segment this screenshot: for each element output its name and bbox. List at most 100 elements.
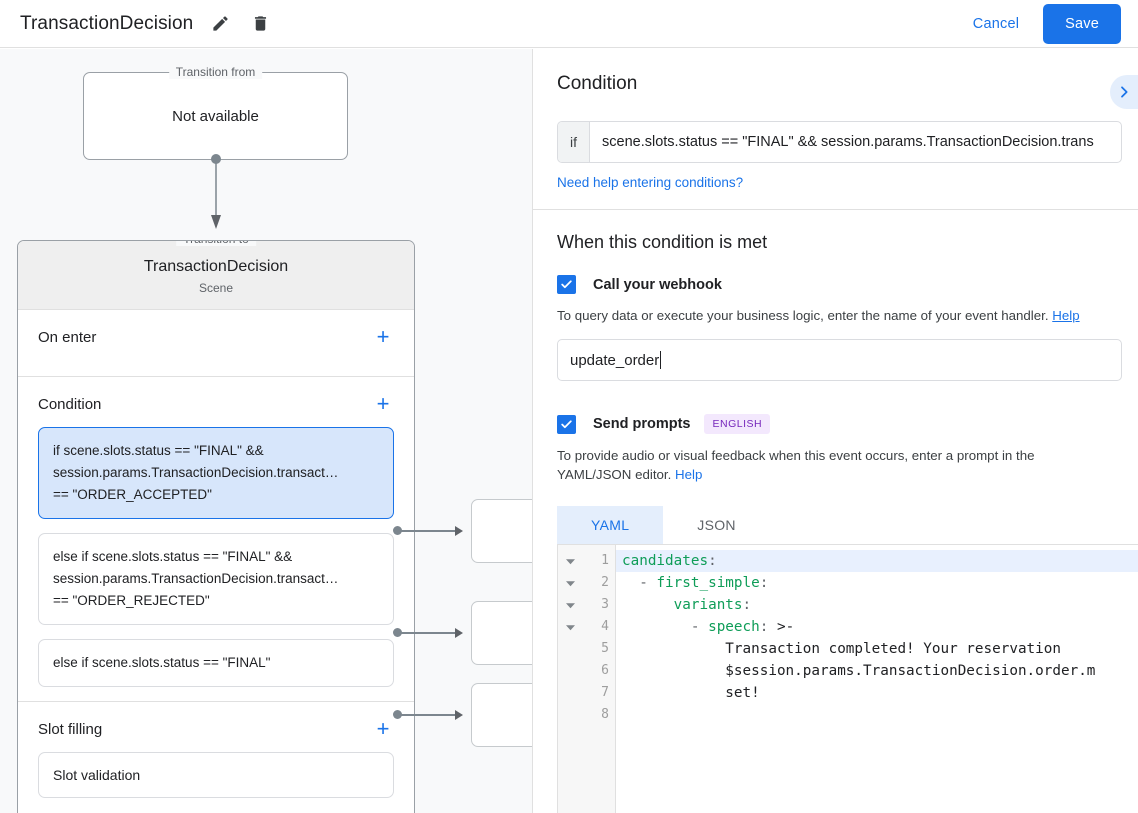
edge-line-3 (398, 714, 460, 716)
fold-triangle-icon[interactable] (558, 616, 582, 638)
code-line: variants: (673, 597, 752, 613)
text-caret (660, 351, 662, 369)
line-number: 1 (601, 553, 609, 568)
when-condition-met-title: When this condition is met (557, 232, 768, 252)
edge-arrow-2 (455, 628, 463, 638)
line-number: 8 (601, 707, 609, 722)
on-enter-section: On enter + (18, 310, 414, 376)
line-number: 5 (601, 641, 609, 656)
condition-card-1-line1: if scene.slots.status == "FINAL" && (53, 443, 264, 458)
target-node-2[interactable] (471, 601, 532, 665)
webhook-help-link[interactable]: Help (1052, 308, 1080, 323)
condition-card-2-line3: == "ORDER_REJECTED" (53, 593, 210, 608)
detail-header: Condition if scene.slots.status == "FINA… (533, 49, 1138, 209)
slot-validation-card[interactable]: Slot validation (38, 752, 394, 798)
edge-line-2 (398, 632, 460, 634)
scene-graph-pane: Transition from Not available Transition… (0, 49, 532, 813)
tab-json[interactable]: JSON (697, 517, 736, 533)
scene-header[interactable]: TransactionDecision Scene (18, 241, 414, 310)
language-badge: ENGLISH (704, 414, 771, 434)
fold-triangle-icon[interactable] (558, 572, 582, 594)
line-number: 3 (601, 597, 609, 612)
target-node-1[interactable] (471, 499, 532, 563)
scene-name: TransactionDecision (143, 258, 289, 275)
send-prompts-checkbox[interactable] (557, 414, 576, 434)
fold-triangle-icon[interactable] (558, 550, 582, 572)
transition-from-card[interactable]: Transition from Not available (83, 65, 348, 160)
transition-connector (211, 154, 221, 229)
trash-icon[interactable] (247, 11, 273, 37)
condition-card-3[interactable]: else if scene.slots.status == "FINAL" (38, 639, 394, 687)
call-webhook-checkbox[interactable] (557, 275, 576, 294)
editor-format-tabs: YAML JSON (557, 506, 1114, 544)
webhook-handler-input[interactable]: update_order (557, 339, 1122, 381)
target-node-3[interactable] (471, 683, 532, 747)
line-number: 4 (601, 619, 609, 634)
edge-arrow-3 (455, 710, 463, 720)
save-button[interactable]: Save (1043, 3, 1121, 44)
slot-filling-row: Slot filling + (18, 702, 414, 752)
top-bar-actions: Cancel Save (959, 3, 1121, 44)
edge-dot-2 (393, 628, 402, 637)
condition-prefix: if (558, 122, 590, 162)
editor-code-area[interactable]: candidates: - first_simple: variants: - … (616, 545, 1138, 813)
fold-triangle-icon[interactable] (558, 594, 582, 616)
code-line: $session.params.TransactionDecision.orde… (725, 663, 1096, 679)
condition-card-1-line2: session.params.TransactionDecision.trans… (53, 465, 339, 480)
condition-card-2-line2: session.params.TransactionDecision.trans… (53, 571, 339, 586)
condition-card-2-line1: else if scene.slots.status == "FINAL" && (53, 549, 293, 564)
line-number: 2 (601, 575, 609, 590)
add-condition-button[interactable]: + (376, 391, 390, 416)
code-line: Transaction completed! Your reservation (725, 641, 1061, 657)
prompts-check-row: Send prompts ENGLISH (557, 414, 1114, 434)
when-condition-met-section: When this condition is met Call your web… (533, 210, 1138, 544)
slot-filling-label: Slot filling (38, 720, 103, 738)
detail-title: Condition (557, 73, 638, 94)
condition-help-link[interactable]: Need help entering conditions? (557, 175, 744, 190)
on-enter-label: On enter (38, 328, 97, 346)
fold-spacer (558, 638, 582, 660)
condition-label: Condition (38, 395, 102, 413)
webhook-handler-value: update_order (570, 351, 660, 369)
transition-from-value: Not available (172, 107, 259, 125)
condition-card-1[interactable]: if scene.slots.status == "FINAL" && sess… (38, 427, 394, 519)
top-bar: TransactionDecision Cancel Save (0, 0, 1138, 48)
webhook-check-row: Call your webhook (557, 275, 1114, 294)
cancel-button[interactable]: Cancel (959, 8, 1033, 40)
on-enter-row: On enter + (18, 310, 414, 360)
line-number: 7 (601, 685, 609, 700)
fold-spacer (558, 682, 582, 704)
condition-row: Condition + (18, 377, 414, 427)
condition-input[interactable]: scene.slots.status == "FINAL" && session… (602, 134, 1094, 150)
edge-arrow-1 (455, 526, 463, 536)
scene-type: Scene (198, 281, 234, 295)
pencil-icon[interactable] (207, 11, 233, 37)
tab-yaml[interactable]: YAML (557, 506, 664, 544)
condition-card-3-line1: else if scene.slots.status == "FINAL" (53, 655, 271, 670)
code-line (616, 704, 1138, 726)
divider (18, 701, 414, 702)
condition-card-1-line3: == "ORDER_ACCEPTED" (53, 487, 212, 502)
pane-divider[interactable] (532, 49, 533, 813)
webhook-hint: To query data or execute your business l… (557, 306, 1109, 325)
code-line: - speech: >- (690, 619, 795, 635)
transition-from-legend: Transition from (168, 65, 263, 79)
webhook-hint-text: To query data or execute your business l… (557, 308, 1049, 323)
chevron-right-icon[interactable] (1110, 75, 1138, 109)
call-webhook-label: Call your webhook (593, 276, 722, 293)
add-slot-filling-button[interactable]: + (376, 716, 390, 741)
prompts-hint: To provide audio or visual feedback when… (557, 446, 1109, 484)
slot-filling-section: Slot filling + Slot validation (18, 702, 414, 798)
line-number: 6 (601, 663, 609, 678)
editor-line-numbers: 1 2 3 4 5 6 7 8 (582, 545, 616, 813)
condition-section: Condition + if scene.slots.status == "FI… (18, 377, 414, 687)
code-line: set! (725, 685, 760, 701)
divider (533, 209, 1138, 210)
prompts-help-link[interactable]: Help (675, 467, 703, 482)
yaml-editor[interactable]: 1 2 3 4 5 6 7 8 candidates: - first_simple: var… (557, 544, 1138, 813)
code-line: - first_simple: (639, 575, 769, 591)
condition-card-2[interactable]: else if scene.slots.status == "FINAL" &&… (38, 533, 394, 625)
add-on-enter-button[interactable]: + (376, 324, 390, 349)
send-prompts-label: Send prompts (593, 416, 691, 432)
condition-input-wrap: if scene.slots.status == "FINAL" && sess… (557, 121, 1122, 163)
